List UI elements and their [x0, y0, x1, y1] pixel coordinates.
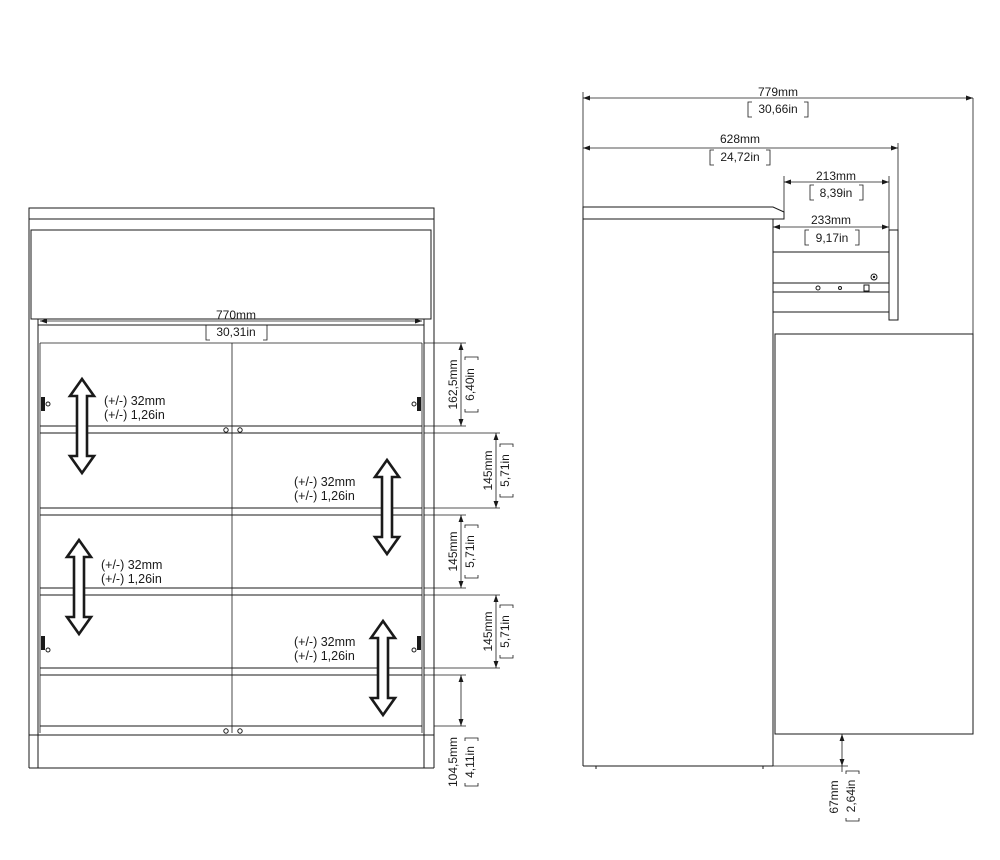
svg-text:145mm: 145mm: [481, 611, 495, 651]
depth-dim-233: 233mm 9,17in: [773, 213, 889, 246]
adjust-note-1: (+/-) 32mm (+/-) 1,26in: [104, 394, 165, 422]
shelves: [29, 425, 434, 769]
side-door: [774, 333, 974, 735]
svg-text:(+/-) 32mm: (+/-) 32mm: [294, 635, 355, 649]
width-in-label: 30,31in: [216, 325, 255, 339]
adjust-note-3: (+/-) 32mm (+/-) 1,26in: [101, 558, 162, 586]
front-drawer: [30, 229, 432, 320]
adjust-note-4: (+/-) 32mm (+/-) 1,26in: [294, 635, 355, 663]
svg-text:6,40in: 6,40in: [463, 368, 477, 401]
side-view: 779mm 30,66in 628mm 24,72in 213mm 8,39in…: [582, 85, 974, 822]
svg-text:9,17in: 9,17in: [816, 231, 849, 245]
svg-text:(+/-) 1,26in: (+/-) 1,26in: [294, 649, 355, 663]
shelf-dim-1: 162,5mm 6,40in: [424, 342, 479, 427]
depth-dim-628: 628mm 24,72in: [583, 132, 898, 166]
svg-text:2,64in: 2,64in: [844, 780, 858, 813]
shelf-dim-4: 145mm 5,71in: [424, 594, 514, 669]
svg-text:24,72in: 24,72in: [720, 150, 759, 164]
depth-dim-213: 213mm 8,39in: [783, 169, 890, 230]
svg-text:(+/-) 32mm: (+/-) 32mm: [294, 475, 355, 489]
side-open-drawer: [772, 143, 899, 321]
svg-text:(+/-) 32mm: (+/-) 32mm: [104, 394, 165, 408]
front-view: 770mm 30,31in (+/-) 32mm (+/-) 1,26in (+…: [28, 207, 514, 787]
svg-text:(+/-) 32mm: (+/-) 32mm: [101, 558, 162, 572]
svg-text:628mm: 628mm: [720, 132, 760, 146]
adjust-note-2: (+/-) 32mm (+/-) 1,26in: [294, 475, 355, 503]
side-top-board: [582, 206, 785, 220]
svg-text:213mm: 213mm: [816, 169, 856, 183]
hinges: [41, 397, 421, 653]
svg-text:162,5mm: 162,5mm: [446, 359, 460, 409]
svg-text:4,11in: 4,11in: [463, 746, 477, 778]
svg-text:5,71in: 5,71in: [463, 535, 477, 568]
screw-holes: [223, 427, 243, 734]
bottom-dim-67: 67mm 2,64in: [773, 734, 860, 822]
depth-dim-779: 779mm 30,66in: [582, 85, 973, 207]
dimension-width-770: 770mm 30,31in: [40, 308, 422, 341]
shelf-dim-3: 145mm 5,71in: [424, 514, 479, 589]
shelf-dim-2: 145mm 5,71in: [424, 432, 514, 509]
svg-text:104,5mm: 104,5mm: [446, 737, 460, 787]
shelf-dim-5: 104,5mm 4,11in: [424, 674, 479, 787]
svg-text:(+/-) 1,26in: (+/-) 1,26in: [294, 489, 355, 503]
svg-text:(+/-) 1,26in: (+/-) 1,26in: [104, 408, 165, 422]
svg-text:5,71in: 5,71in: [498, 615, 512, 648]
adjust-arrow-4: [368, 618, 398, 718]
svg-text:145mm: 145mm: [446, 531, 460, 571]
svg-text:67mm: 67mm: [827, 780, 841, 813]
svg-text:30,66in: 30,66in: [758, 102, 797, 116]
width-mm-label: 770mm: [216, 308, 256, 322]
svg-text:8,39in: 8,39in: [820, 186, 853, 200]
adjust-arrow-3: [64, 537, 94, 637]
svg-text:779mm: 779mm: [758, 85, 798, 99]
svg-text:233mm: 233mm: [811, 213, 851, 227]
adjust-arrow-2: [372, 457, 402, 557]
adjust-arrow-1: [67, 376, 97, 476]
svg-text:145mm: 145mm: [481, 450, 495, 490]
svg-text:5,71in: 5,71in: [498, 454, 512, 487]
svg-text:(+/-) 1,26in: (+/-) 1,26in: [101, 572, 162, 586]
front-top-board: [28, 207, 435, 220]
